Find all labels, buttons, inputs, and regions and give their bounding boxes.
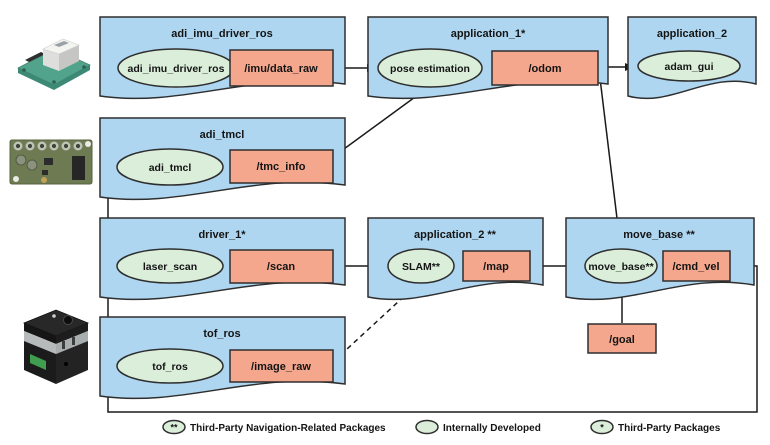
node-ellipse-slam — [387, 248, 455, 284]
imu-mount-hole — [82, 65, 86, 69]
node-ellipse-laser-scan — [116, 248, 224, 284]
node-label: adi_tmcl — [149, 162, 192, 174]
pcb-gold-pad — [41, 177, 47, 183]
node-label: laser_scan — [143, 261, 197, 273]
package-title: adi_tmcl — [200, 129, 245, 141]
node-label: SLAM** — [402, 261, 441, 273]
tof-top-slab-right — [56, 323, 88, 344]
topic-rect-goal — [587, 323, 657, 354]
topic-rect-image-raw — [229, 349, 334, 383]
node-ellipse-pose-estimation — [377, 48, 483, 88]
arrow-odom-to-movebase — [598, 69, 624, 244]
tof-band-slot — [72, 337, 75, 345]
tof-camera-photo — [22, 309, 90, 384]
topic-label: /scan — [267, 261, 295, 273]
legend-symbol: ** — [170, 423, 178, 433]
imu-module-right-face — [59, 45, 79, 71]
pcb-connector — [72, 156, 85, 180]
node-ellipse-tof-ros — [116, 348, 224, 384]
tof-green-connector — [30, 354, 46, 370]
node-ellipse-adi-tmcl — [116, 148, 224, 186]
legend-ellipse-third-party-nav — [162, 419, 186, 435]
legend-label: Internally Developed — [443, 423, 541, 434]
imu-module-label — [54, 41, 69, 47]
topic-rect-odom — [491, 50, 599, 86]
topic-rect-scan — [229, 249, 334, 284]
topic-rect-imu-data-raw — [229, 49, 334, 87]
topic-rect-map — [462, 250, 531, 282]
tof-top-slab-left — [24, 323, 56, 344]
imu-module-top-face — [42, 38, 80, 55]
topic-rect-tmc-info — [229, 149, 334, 184]
node-label: adi_imu_driver_ros — [128, 63, 225, 75]
node-label: tof_ros — [152, 361, 188, 373]
node-ellipse-adam-gui — [637, 50, 741, 82]
imu-mount-hole — [22, 68, 26, 72]
topic-label: /imu/data_raw — [244, 63, 318, 75]
package-title: adi_imu_driver_ros — [171, 28, 273, 40]
node-label: pose estimation — [390, 63, 470, 75]
package-title: application_1* — [451, 28, 526, 40]
node-label: adam_gui — [664, 61, 713, 73]
package-title: application_2 — [657, 28, 727, 40]
imu-mount-hole — [52, 80, 56, 84]
pcb-mount-hole — [13, 176, 19, 182]
topic-label: /map — [483, 261, 509, 273]
pcb-mount-hole — [85, 141, 91, 147]
arrow-tmcinfo-to-pose — [332, 88, 427, 158]
imu-module-left-face — [43, 49, 59, 71]
package-title: move_base ** — [623, 229, 695, 241]
node-label: move_base** — [588, 261, 654, 273]
package-title: application_2 ** — [414, 229, 497, 241]
topic-rect-cmd-vel — [662, 250, 731, 282]
pcb-capacitor — [15, 154, 27, 166]
legend: ** Third-Party Navigation-Related Packag… — [162, 419, 721, 435]
tof-body-hole — [64, 362, 68, 366]
legend-ellipse-internally-developed — [415, 419, 439, 435]
pcb-pad-row — [13, 141, 83, 151]
pcb-ic — [42, 170, 48, 175]
topic-label: /tmc_info — [257, 161, 306, 173]
package-title: driver_1* — [198, 229, 246, 241]
imu-pin-header — [25, 52, 45, 62]
legend-label: Third-Party Navigation-Related Packages — [190, 423, 386, 434]
node-ellipse-move-base — [584, 248, 658, 284]
package-title: tof_ros — [203, 328, 240, 340]
topic-label: /odom — [529, 63, 562, 75]
legend-symbol: * — [600, 423, 604, 433]
topic-label: /goal — [609, 334, 635, 346]
tof-band-slot — [62, 341, 65, 349]
pcb-ic — [44, 158, 53, 165]
imu-board-photo — [17, 38, 91, 90]
tof-lens — [63, 315, 73, 325]
legend-ellipse-third-party — [590, 419, 614, 435]
topic-label: /image_raw — [251, 361, 311, 373]
legend-label: Third-Party Packages — [618, 423, 721, 434]
pcb-capacitor — [26, 159, 38, 171]
tof-top-dot — [52, 314, 56, 318]
topic-label: /cmd_vel — [672, 261, 719, 273]
motor-driver-pcb-photo — [9, 139, 93, 185]
tof-metal-band-left — [24, 331, 56, 354]
tof-body-right — [56, 341, 88, 384]
